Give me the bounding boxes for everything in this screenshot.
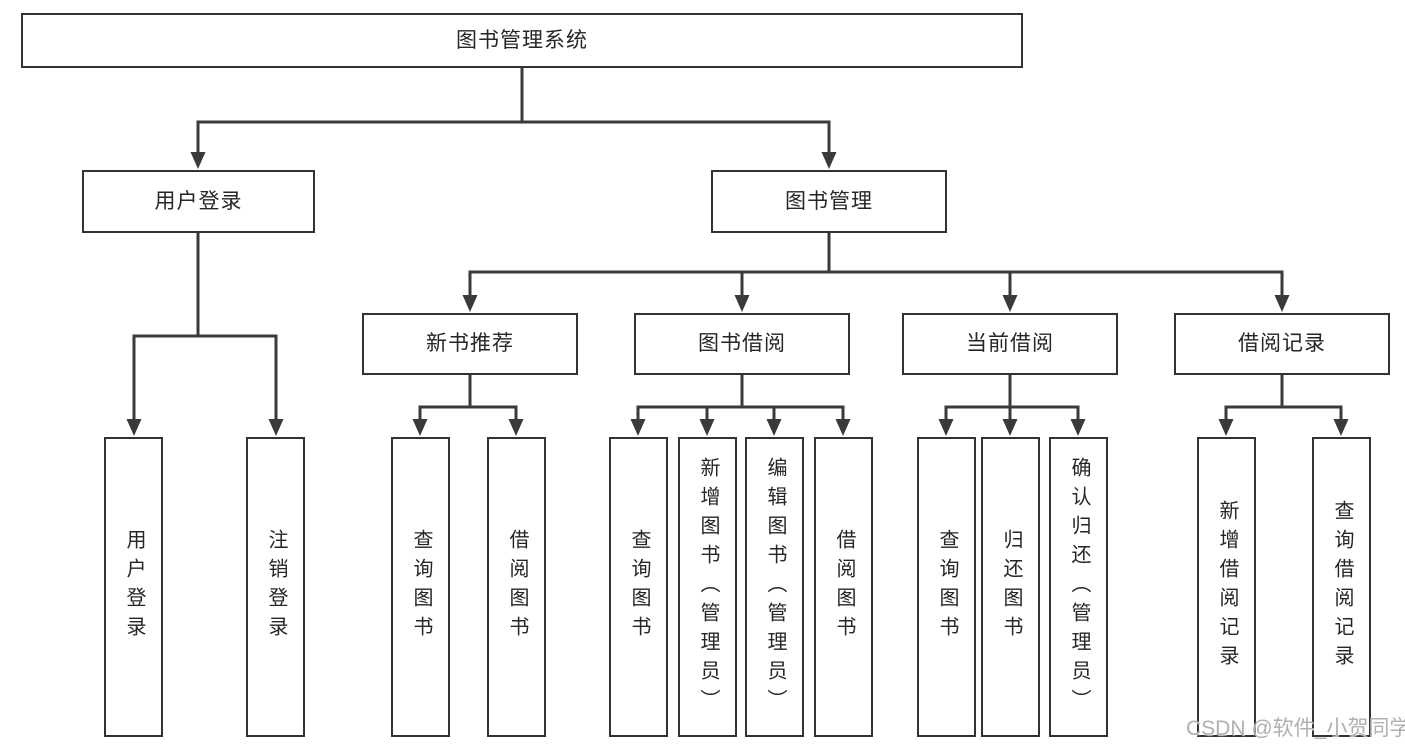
node-book-borrowing: 图书借阅: [634, 313, 850, 375]
leaf-recommend-query-books-label: 查询图书: [410, 529, 432, 645]
leaf-recommend-borrow-books-label: 借阅图书: [506, 529, 528, 645]
leaf-borrowing-borrow-books-label: 借阅图书: [833, 529, 855, 645]
connector-current-borrow-children: [938, 373, 1086, 436]
leaf-add-borrow-record-label: 新增借阅记录: [1216, 500, 1238, 674]
leaf-user-login: 用户登录: [104, 437, 163, 737]
leaf-confirm-return-admin: 确认归还（管理员）: [1049, 437, 1108, 737]
leaf-add-books-admin-label: 新增图书（管理员）: [697, 456, 719, 718]
node-user-login-label: 用户登录: [154, 189, 243, 213]
connector-root-to-level2: [190, 66, 837, 169]
leaf-edit-books-admin: 编辑图书（管理员）: [745, 437, 804, 737]
node-new-book-recommend: 新书推荐: [362, 313, 578, 375]
leaf-query-borrow-record: 查询借阅记录: [1312, 437, 1371, 737]
node-borrowing-records-label: 借阅记录: [1238, 332, 1326, 356]
node-new-book-recommend-label: 新书推荐: [426, 332, 514, 356]
connector-borrow-record-children: [1218, 373, 1349, 436]
leaf-borrowing-query-books: 查询图书: [609, 437, 668, 737]
leaf-borrowing-borrow-books: 借阅图书: [814, 437, 873, 737]
leaf-return-books: 归还图书: [981, 437, 1040, 737]
node-book-borrowing-label: 图书借阅: [698, 332, 786, 356]
leaf-edit-books-admin-label: 编辑图书（管理员）: [764, 456, 786, 718]
node-current-borrowing: 当前借阅: [902, 313, 1118, 375]
leaf-borrowing-query-books-label: 查询图书: [628, 529, 650, 645]
node-borrowing-records: 借阅记录: [1174, 313, 1390, 375]
leaf-add-books-admin: 新增图书（管理员）: [678, 437, 737, 737]
leaf-add-borrow-record: 新增借阅记录: [1197, 437, 1256, 737]
leaf-logout: 注销登录: [246, 437, 305, 737]
node-user-login: 用户登录: [82, 170, 315, 233]
leaf-query-borrow-record-label: 查询借阅记录: [1331, 500, 1353, 674]
node-library-system: 图书管理系统: [21, 13, 1023, 68]
leaf-return-books-label: 归还图书: [1000, 529, 1022, 645]
leaf-user-login-label: 用户登录: [123, 529, 145, 645]
node-book-management: 图书管理: [711, 170, 947, 233]
leaf-recommend-borrow-books: 借阅图书: [487, 437, 546, 737]
node-book-management-label: 图书管理: [785, 189, 873, 213]
leaf-current-query-books: 查询图书: [917, 437, 976, 737]
connector-book-borrow-children: [630, 373, 851, 436]
connector-book-mgmt-children: [462, 231, 1290, 312]
leaf-logout-label: 注销登录: [265, 529, 287, 645]
node-current-borrowing-label: 当前借阅: [966, 332, 1054, 356]
connector-new-book-children: [412, 373, 524, 436]
leaf-confirm-return-admin-label: 确认归还（管理员）: [1068, 456, 1090, 718]
leaf-recommend-query-books: 查询图书: [391, 437, 450, 737]
leaf-current-query-books-label: 查询图书: [936, 529, 958, 645]
node-library-system-label: 图书管理系统: [456, 28, 588, 52]
csdn-watermark: CSDN @软件_小贺同学: [1186, 717, 1405, 740]
connector-user-login-children: [126, 231, 284, 436]
